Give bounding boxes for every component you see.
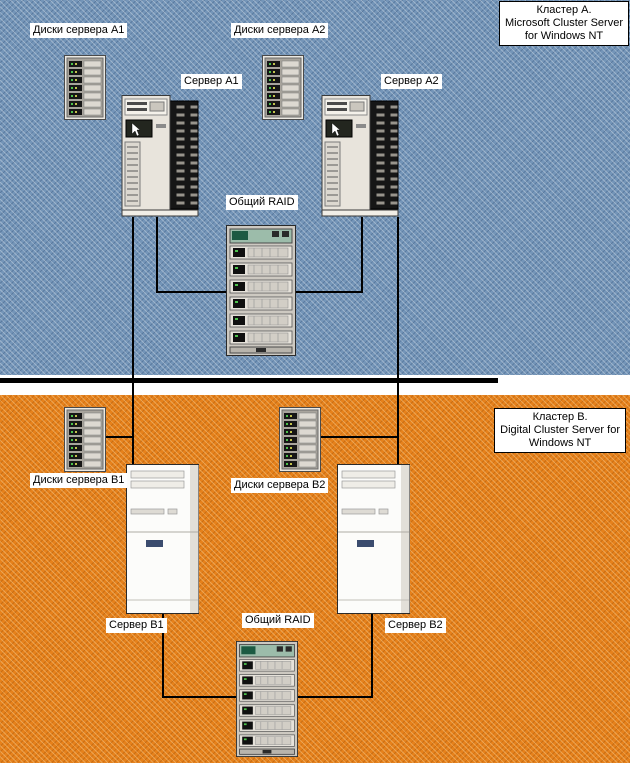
label-server-b1: Сервер B1 — [106, 618, 167, 633]
network-bus-line — [0, 378, 498, 383]
connector-server-a2-to-bus-to-server-b2 — [397, 217, 399, 464]
label-disks-b1: Диски сервера B1 — [30, 473, 128, 488]
tower-server-icon — [126, 464, 199, 614]
disk-array-b2 — [279, 407, 321, 472]
tower-server-icon — [121, 95, 199, 217]
label-disks-b2: Диски сервера B2 — [231, 478, 329, 493]
disk-array-b1 — [64, 407, 106, 472]
cluster-b-title-box: Кластер B. Digital Cluster Server for Wi… — [494, 408, 626, 453]
cluster-a-title-line2: Microsoft Cluster Server — [505, 17, 623, 29]
connector-server-a1-to-bus-to-server-b1 — [132, 217, 134, 464]
connector-server-b1-raid-vertical — [162, 614, 164, 698]
cluster-a-title-box: Кластер A. Microsoft Cluster Server for … — [499, 1, 629, 46]
connector-server-a2-raid-vertical — [361, 217, 363, 293]
raid-b — [236, 638, 298, 760]
server-b1 — [126, 464, 199, 614]
label-server-a2: Сервер A2 — [381, 74, 442, 89]
label-disks-a2: Диски сервера A2 — [231, 23, 329, 38]
raid-array-icon — [226, 225, 296, 356]
disk-array-icon — [262, 55, 304, 120]
cluster-a-title-line3: for Windows NT — [524, 30, 604, 42]
connector-server-a1-raid-vertical — [156, 217, 158, 293]
label-server-b2: Сервер B2 — [385, 618, 446, 633]
connector-disks-b1 — [106, 436, 134, 438]
connector-disks-b2 — [321, 436, 399, 438]
label-raid-a: Общий RAID — [226, 195, 298, 210]
label-raid-b: Общий RAID — [242, 613, 314, 628]
server-a1 — [118, 95, 202, 217]
raid-a — [226, 225, 296, 356]
disk-array-icon — [279, 407, 321, 472]
server-a2 — [318, 95, 402, 217]
disk-array-a1 — [64, 55, 106, 120]
connector-server-b2-raid-vertical — [371, 612, 373, 698]
disk-array-a2 — [262, 55, 304, 120]
label-server-a1: Сервер A1 — [181, 74, 242, 89]
cluster-b-title-line2: Digital Cluster Server for — [500, 424, 620, 436]
cluster-b-title-line1: Кластер B. — [532, 411, 588, 423]
tower-server-icon — [337, 464, 410, 614]
cluster-b-title-line3: Windows NT — [528, 437, 592, 449]
disk-array-icon — [64, 55, 106, 120]
label-disks-a1: Диски сервера A1 — [30, 23, 128, 38]
disk-array-icon — [64, 407, 106, 472]
raid-array-icon — [236, 640, 298, 758]
cluster-a-title-line1: Кластер A. — [536, 4, 592, 16]
server-b2 — [337, 464, 410, 614]
tower-server-icon — [321, 95, 399, 217]
